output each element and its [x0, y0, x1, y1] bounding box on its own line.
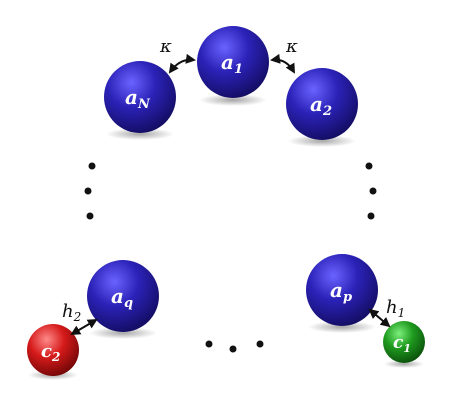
- mode-a1: a1: [197, 26, 269, 106]
- coupling-arrow-ap-c1: [368, 308, 391, 328]
- svg-text:aq: aq: [111, 284, 133, 311]
- svg-text:c2: c2: [41, 341, 60, 364]
- ellipsis-bottom: [205, 340, 264, 353]
- mode-a2: a2: [286, 68, 358, 147]
- kappa-label-left: κ: [159, 36, 172, 57]
- h2-label: h2: [62, 301, 81, 324]
- svg-text:ap: ap: [330, 278, 352, 305]
- ellipsis-left: [84, 162, 96, 220]
- svg-text:a2: a2: [310, 92, 332, 119]
- coupling-arrow-aN-a1: [168, 53, 196, 74]
- h1-label: h1: [386, 297, 405, 320]
- svg-text:c1: c1: [393, 333, 411, 355]
- svg-text:aN: aN: [125, 85, 151, 112]
- mode-ap: ap: [306, 254, 378, 333]
- coupling-arrow-aq-c2: [70, 318, 98, 336]
- mode-aN: aN: [104, 61, 176, 140]
- mode-c2: c2: [27, 324, 79, 380]
- mode-aq: aq: [87, 260, 159, 339]
- coupling-arrow-a1-a2: [270, 53, 295, 74]
- kappa-label-right: κ: [285, 36, 298, 57]
- mode-c1: c1: [383, 321, 425, 368]
- svg-text:a1: a1: [221, 50, 243, 77]
- ellipsis-right: [365, 162, 377, 220]
